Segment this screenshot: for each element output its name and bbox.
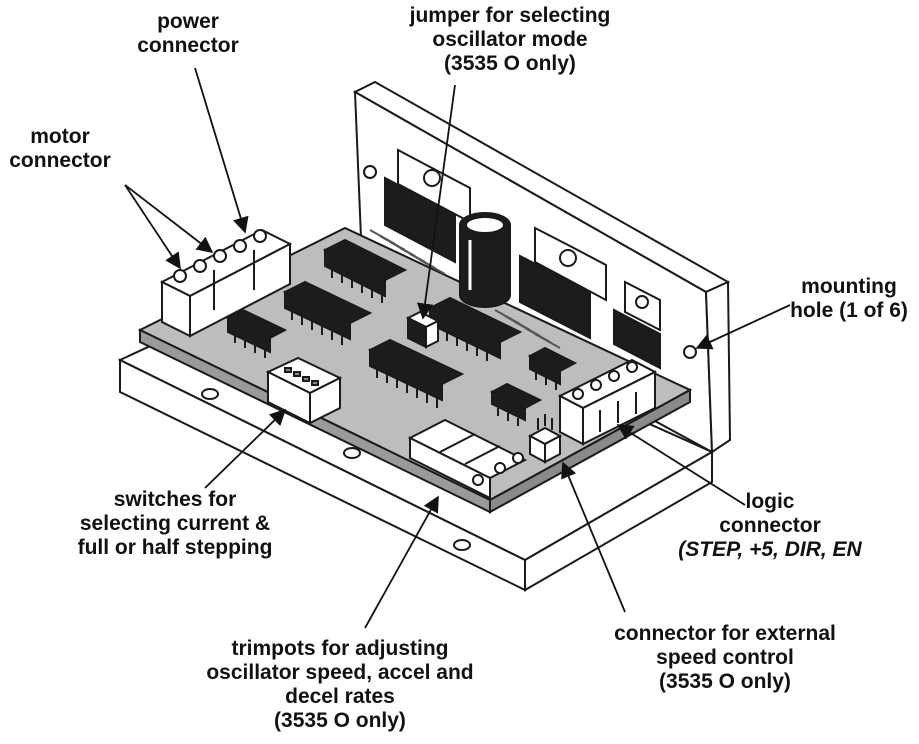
capacitor bbox=[459, 212, 511, 308]
motor-power-terminal-block bbox=[159, 228, 293, 338]
external-speed-header bbox=[527, 414, 563, 464]
leader-trimpots bbox=[364, 495, 439, 629]
label-mounting-hole: mounting hole (1 of 6) bbox=[790, 275, 908, 322]
leader-motor-1 bbox=[124, 184, 181, 270]
leader-external-speed bbox=[561, 461, 626, 613]
label-switches: switches for selecting current & full or… bbox=[77, 488, 273, 559]
label-power-connector: power connector bbox=[137, 10, 239, 57]
regulator-transistor bbox=[613, 280, 661, 370]
leader-mounting bbox=[695, 304, 791, 350]
ic-chip bbox=[527, 346, 578, 390]
label-logic-connector: logic connector (STEP, +5, DIR, EN bbox=[678, 490, 862, 561]
leader-switches bbox=[204, 408, 287, 489]
label-external-speed: connector for external speed control (35… bbox=[614, 622, 836, 693]
power-transistor bbox=[369, 148, 471, 275]
ic-chip bbox=[282, 280, 373, 345]
leader-jumper bbox=[416, 84, 456, 320]
mounting-hole bbox=[363, 165, 377, 179]
leader-motor-2 bbox=[124, 184, 214, 253]
label-motor-connector: motor connector bbox=[9, 125, 111, 172]
ic-chip bbox=[427, 296, 523, 361]
label-trimpots: trimpots for adjusting oscillator speed,… bbox=[206, 637, 474, 732]
mounting-hole bbox=[683, 345, 697, 359]
power-transistor bbox=[494, 226, 607, 349]
ic-chip bbox=[489, 382, 543, 426]
dip-switch-block bbox=[265, 356, 343, 425]
trimpot-block bbox=[407, 418, 528, 500]
label-jumper: jumper for selecting oscillator mode (35… bbox=[409, 4, 611, 75]
leader-power bbox=[194, 67, 249, 234]
logic-terminal-block bbox=[557, 358, 658, 446]
ic-chip bbox=[322, 238, 408, 303]
ic-chip bbox=[367, 338, 465, 408]
leader-logic bbox=[616, 424, 746, 506]
ic-chip bbox=[225, 308, 288, 358]
